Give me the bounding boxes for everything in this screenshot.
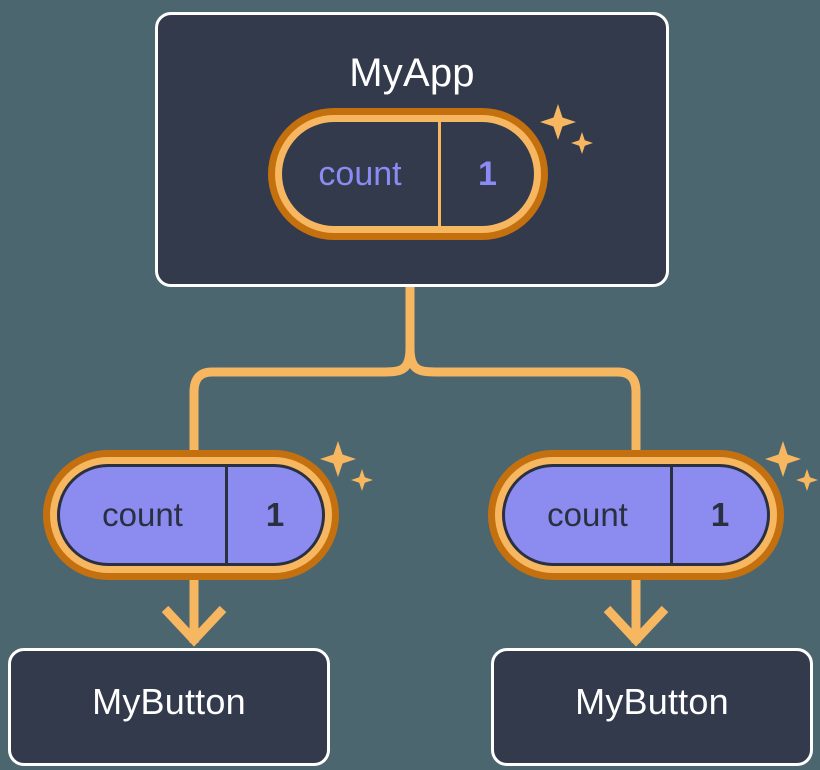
prop-pill-body-left: count 1 (57, 464, 325, 566)
prop-key-label: count (547, 496, 628, 533)
prop-pill-ring-outer-left: count 1 (43, 450, 339, 580)
state-pill-ring-inner: count 1 (275, 115, 541, 233)
edge-branch-left (189, 347, 415, 450)
state-pill-body: count 1 (282, 122, 534, 226)
state-key-label: count (318, 154, 402, 193)
component-title-label: MyButton (92, 681, 246, 722)
prop-pill-left[interactable]: count 1 (43, 450, 339, 580)
prop-value-label: 1 (670, 467, 767, 563)
edge-branch-right (405, 347, 641, 450)
component-title-label: MyButton (575, 681, 729, 722)
arrow-head-left (161, 605, 227, 647)
component-card-mybutton-left[interactable]: MyButton (8, 648, 330, 766)
prop-pill-ring-inner-left: count 1 (50, 457, 332, 573)
prop-value-label: 1 (225, 467, 322, 563)
prop-pill-body-right: count 1 (502, 464, 770, 566)
state-pill-myapp[interactable]: count 1 (268, 108, 548, 240)
prop-pill-ring-inner-right: count 1 (495, 457, 777, 573)
state-value-label: 1 (438, 122, 534, 226)
page-title: MyApp (349, 51, 475, 95)
arrow-head-right (603, 605, 669, 647)
component-card-mybutton-right[interactable]: MyButton (491, 648, 813, 766)
prop-pill-right[interactable]: count 1 (488, 450, 784, 580)
prop-pill-ring-outer-right: count 1 (488, 450, 784, 580)
state-pill-ring-outer: count 1 (268, 108, 548, 240)
prop-key-label: count (102, 496, 183, 533)
